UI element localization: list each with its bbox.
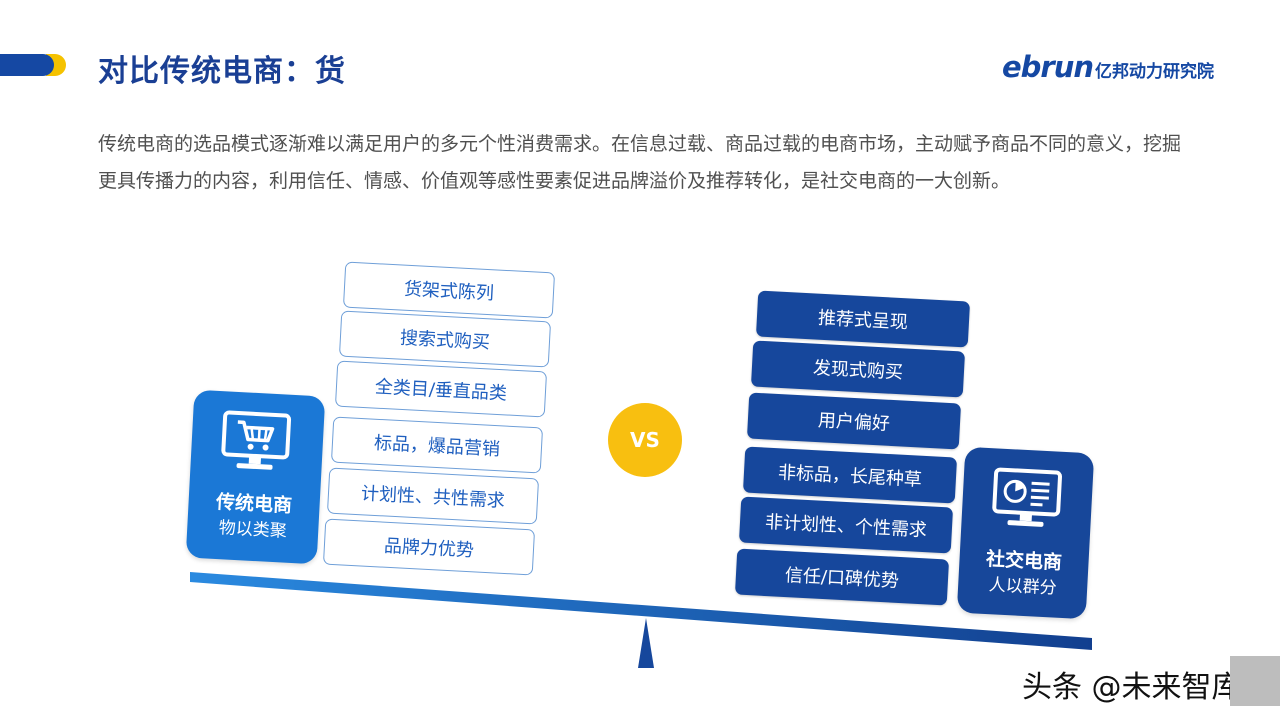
balance-pivot (638, 618, 654, 668)
right-item-nonstandard-longtail: 非标品，长尾种草 (742, 446, 958, 504)
traditional-ecommerce-card: 传统电商 物以类聚 (185, 389, 326, 565)
page-title: 对比传统电商：货 (98, 54, 346, 89)
right-item-unplanned-needs: 非计划性、个性需求 (738, 496, 954, 554)
shopping-cart-monitor-icon (221, 410, 292, 470)
ebrun-logo: ebrun 亿邦动力研究院 (1002, 50, 1214, 84)
left-item-category: 全类目/垂直品类 (334, 360, 548, 418)
intro-paragraph: 传统电商的选品模式逐渐难以满足用户的多元个性消费需求。在信息过载、商品过载的电商… (98, 133, 1182, 192)
vs-badge: VS (608, 403, 682, 477)
left-item-search-purchase: 搜索式购买 (338, 310, 552, 368)
left-item-standard-products: 标品，爆品营销 (330, 416, 544, 474)
right-item-recommendation: 推荐式呈现 (755, 290, 971, 348)
page-corner-tab (1230, 656, 1280, 706)
balance-beam (190, 572, 1092, 650)
right-item-user-preference: 用户偏好 (746, 392, 962, 450)
right-item-discovery-purchase: 发现式购买 (750, 340, 966, 398)
social-ecommerce-card: 社交电商 人以群分 (956, 446, 1095, 620)
analytics-monitor-icon (992, 467, 1062, 527)
left-item-planned-needs: 计划性、共性需求 (326, 467, 540, 525)
logo-chinese-name: 亿邦动力研究院 (1095, 62, 1215, 82)
left-item-brand-advantage: 品牌力优势 (322, 518, 536, 576)
left-item-shelf-display: 货架式陈列 (342, 261, 556, 319)
header-accent-bar (0, 54, 66, 76)
watermark: 头条 @未来智库 (1022, 670, 1242, 705)
logo-wordmark: ebrun (1002, 50, 1094, 84)
